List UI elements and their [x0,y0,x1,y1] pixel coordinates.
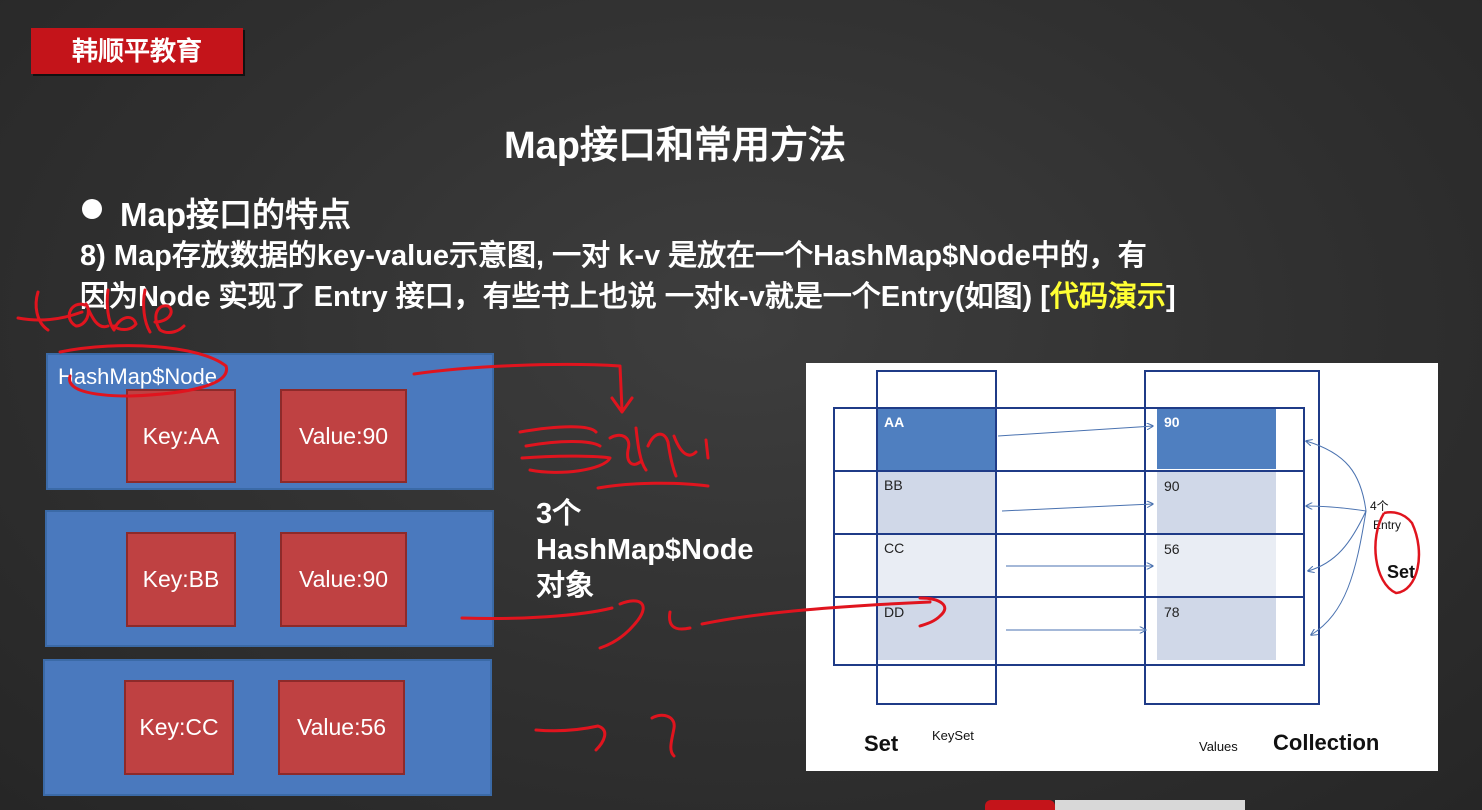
hashmap-node-3 [43,659,492,796]
value-cell-2 [1157,471,1276,534]
value-1: 90 [1164,414,1180,430]
paragraph-line-2: 因为Node 实现了 Entry 接口，有些书上也说 一对k-v就是一个Entr… [80,273,1176,315]
keyset-set-label: Set [864,731,899,756]
bottom-tab-red [985,800,1055,810]
value-3: 56 [1164,541,1180,557]
values-label: Values [1199,739,1238,754]
ink-entry-underline [596,481,710,490]
value-cell-4 [1157,597,1276,660]
ink-arrow-3 [534,713,676,758]
entry-arrow-4 [1311,510,1367,635]
node-count-line-1: 3个 [536,498,582,530]
ink-entry-e [518,425,612,474]
ink-arrow-2 [460,599,692,650]
value-cell-3 [1157,534,1276,597]
keyset-label: KeySet [932,728,974,743]
key-dd: DD [884,604,904,620]
collection-label: Collection [1273,730,1379,755]
value-2: 90 [1164,478,1180,494]
node-2-value: Value:90 [280,532,407,627]
value-4: 78 [1164,604,1180,620]
entry-arrow-1 [1306,441,1367,512]
value-cell-1 [1157,408,1276,469]
brand-logo: 韩顺平教育 [31,28,243,74]
key-cell-aa [877,408,996,471]
bullet-dot-icon [82,199,102,219]
entryset-set-label: Set [1387,562,1415,582]
paragraph-line-2-text: 因为Node 实现了 Entry 接口，有些书上也说 一对k-v就是一个Entr… [80,281,1050,313]
entryset-diagram-svg: AA BB CC DD 90 90 56 78 Set KeySet Value… [833,370,1421,756]
key-cell-bb [877,471,996,534]
mapping-arrow-1 [997,426,1153,437]
keyset-column [876,370,997,705]
paragraph-line-1: 8) Map存放数据的key-value示意图, 一对 k-v 是放在一个Has… [80,240,1147,272]
node-count-line-2: HashMap$Node [536,534,754,566]
entry-count: 4个 [1370,499,1389,513]
hashmap-node-label: HashMap$Node [58,364,217,389]
bottom-tab-gray [1055,800,1245,810]
key-cc: CC [884,540,904,556]
entry-ink-oval [1374,511,1421,595]
key-aa: AA [884,414,904,430]
slide-title: Map接口和常用方法 [503,125,846,167]
ink-table-stroke-1 [16,290,84,332]
entryset-diagram: AA BB CC DD 90 90 56 78 Set KeySet Value… [806,363,1438,771]
node-1-value: Value:90 [280,389,407,483]
key-bb: BB [884,477,903,493]
values-column [1144,370,1320,705]
node-3-key: Key:CC [124,680,234,775]
node-count-line-3: 对象 [536,570,595,602]
node-2-key: Key:BB [126,532,236,627]
mapping-arrow-2 [1001,504,1153,512]
paragraph-line-2-end: ] [1165,281,1176,313]
entry-row-4 [833,596,1305,666]
node-3-value: Value:56 [278,680,405,775]
bullet-heading: Map接口的特点 [120,196,351,233]
hashmap-node-2 [45,510,494,647]
entry-arrow-2 [1306,506,1367,512]
node-1-key: Key:AA [126,389,236,483]
node-count-text: 3个 HashMap$Node 对象 [536,496,754,604]
ink-entry-rest [608,426,710,478]
entry-arrow-3 [1308,510,1367,571]
code-demo-link[interactable]: 代码演示 [1049,281,1166,313]
key-cell-cc [877,534,996,597]
